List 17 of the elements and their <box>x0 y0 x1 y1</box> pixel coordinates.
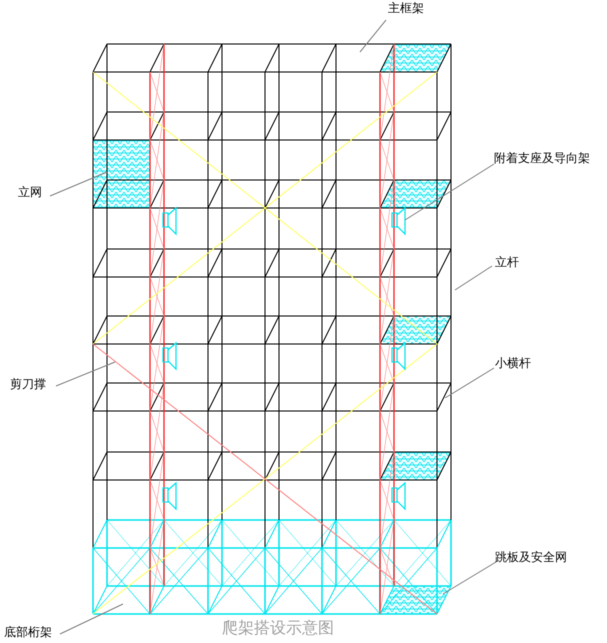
part-label: 跳板及安全网 <box>495 549 567 565</box>
caption: 爬架搭设示意图 <box>222 619 334 639</box>
leader-line <box>444 368 494 398</box>
leader-line <box>454 266 492 290</box>
leader-line <box>60 604 124 634</box>
part-label: 剪刀撑 <box>10 376 46 392</box>
part-label: 小横杆 <box>495 355 531 371</box>
part-label: 主框架 <box>388 0 424 16</box>
part-label: 立网 <box>18 184 42 200</box>
leader-line <box>50 172 108 196</box>
part-label: 立杆 <box>495 254 519 270</box>
part-label: 底部桁架 <box>4 624 52 640</box>
leader-line <box>56 362 116 386</box>
leader-line <box>404 164 494 220</box>
leader-line <box>442 562 496 594</box>
part-label: 附着支座及导向架 <box>494 150 590 166</box>
leader-line <box>360 20 386 52</box>
